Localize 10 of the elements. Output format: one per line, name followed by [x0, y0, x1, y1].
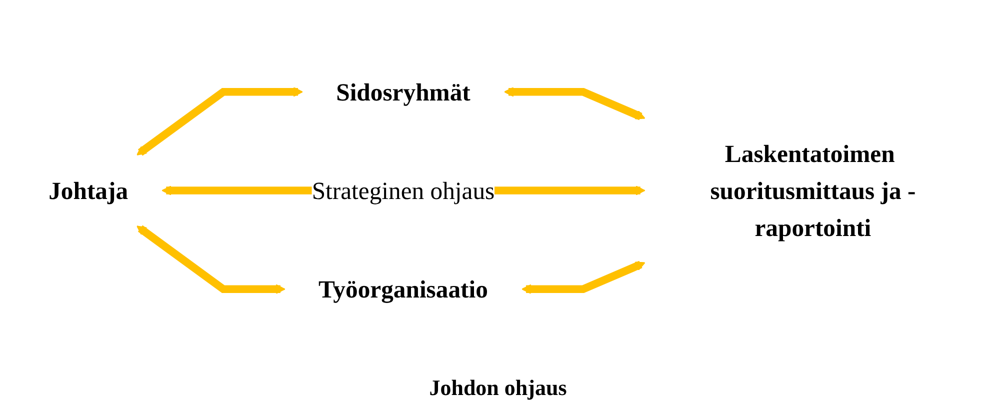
node-text: Sidosryhmät: [336, 78, 470, 106]
note-text: Johdon ohjaus: [429, 375, 567, 401]
edge-label: Strateginen ohjaus: [312, 176, 495, 205]
node-text: Johtaja: [48, 176, 128, 205]
node-text: Työorganisaatio: [318, 275, 488, 304]
node-text: Laskentatoimen suoritusmittaus ja -raportointi: [710, 140, 916, 242]
arrow: [136, 225, 286, 294]
arrow: [136, 86, 303, 156]
arrow: [522, 260, 646, 294]
arrow: [504, 86, 646, 120]
